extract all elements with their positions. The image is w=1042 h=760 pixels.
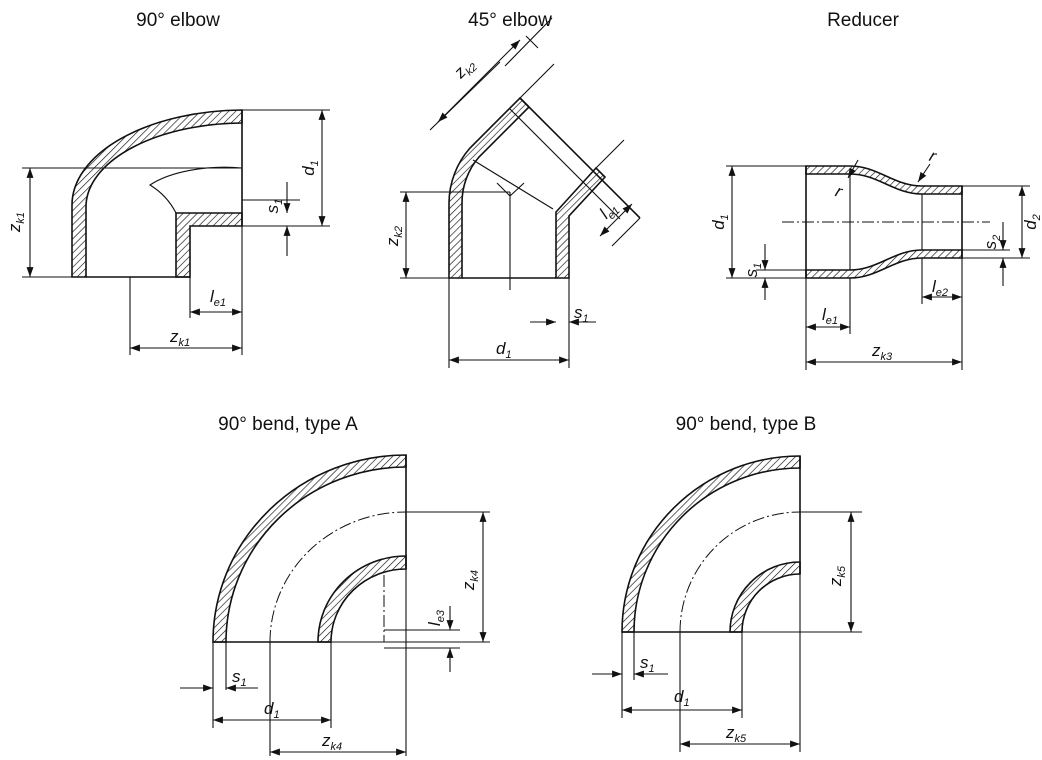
title-reducer: Reducer: [827, 10, 899, 31]
label-s2-reducer: s2: [981, 235, 1003, 250]
label-zk4-vertical: zk4: [459, 570, 481, 591]
label-d1-elbow45: d1: [496, 339, 512, 361]
label-s1-reducer: s1: [742, 263, 764, 278]
label-zk5-vertical: zk5: [826, 565, 848, 587]
label-s1-bend-a: s1: [232, 667, 247, 689]
label-zk4-horizontal: zk4: [321, 731, 342, 753]
label-le1-reducer: le1: [822, 305, 838, 327]
label-zk2-vertical: zk2: [383, 226, 405, 247]
label-le3-bend-a: le3: [425, 609, 447, 626]
label-le2-reducer: le2: [932, 277, 948, 299]
label-zk5-horizontal: zk5: [725, 723, 747, 745]
title-45-elbow: 45° elbow: [468, 10, 552, 31]
label-d1-vertical: d1: [299, 160, 321, 176]
label-r-outer: r: [927, 146, 940, 166]
label-s1-bend-b: s1: [640, 653, 655, 675]
drawing-45-elbow: zk2 zk2 le1 s1 d1: [383, 17, 641, 368]
label-s1-elbow90: s1: [263, 199, 285, 214]
label-d1-bend-b: d1: [674, 687, 690, 709]
label-d1-reducer: d1: [709, 214, 731, 230]
title-90-elbow: 90° elbow: [136, 10, 220, 31]
title-90-bend-type-a: 90° bend, type A: [218, 414, 358, 435]
label-le1-elbow90: le1: [210, 287, 226, 309]
label-d1-bend-a: d1: [264, 699, 280, 721]
label-d2-reducer: d2: [1021, 214, 1042, 230]
drawing-90-bend-type-b: zk5 s1 d1 zk5: [592, 455, 862, 752]
label-s1-elbow45: s1: [574, 303, 589, 325]
label-zk1-horizontal: zk1: [169, 327, 190, 349]
label-zk3-reducer: zk3: [871, 341, 893, 363]
drawing-reducer: d1 s1 d2 s2 r r le1 le2 zk3: [709, 146, 1042, 370]
title-90-bend-type-b: 90° bend, type B: [676, 414, 817, 435]
drawing-90-elbow: zk1 d1 s1 le1 zk1: [5, 109, 330, 355]
label-r-inner: r: [833, 181, 846, 201]
label-le1-elbow45: le1: [596, 198, 623, 225]
label-zk2-diagonal: zk2: [450, 54, 480, 84]
drawing-90-bend-type-a: zk4 le3 s1 d1 zk4: [180, 454, 490, 756]
label-zk1-vertical: zk1: [5, 212, 27, 233]
